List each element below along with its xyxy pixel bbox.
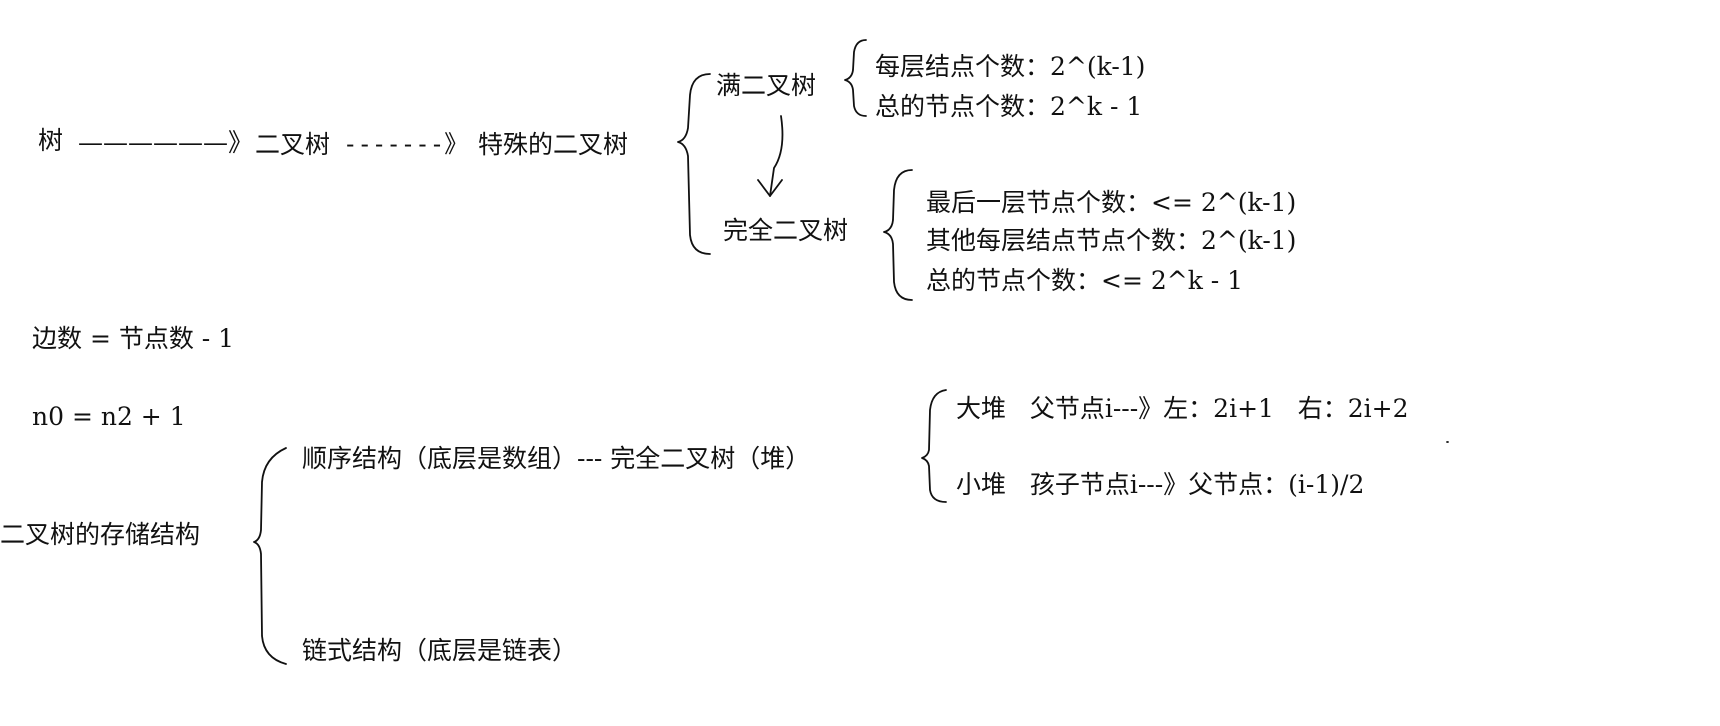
storage-label: 二叉树的存储结构 [0,520,201,549]
complete-tree-other-levels: 其他每层结点节点个数：2^(k-1) [926,226,1297,255]
full-tree-label: 满二叉树 [716,71,817,100]
min-heap-line: 小堆 孩子节点i---》父节点：(i-1)/2 [956,470,1365,499]
tree-label: 树 [38,126,64,155]
heap-brace [921,389,947,503]
full-tree-brace [844,39,867,117]
storage-brace [253,447,287,665]
edges-formula: 边数 = 节点数 - 1 [32,324,235,353]
n0-formula: n0 = n2 + 1 [32,402,186,431]
complete-tree-brace [883,169,913,301]
max-heap-line: 大堆 父节点i---》左：2i+1 右：2i+2 [956,394,1409,423]
down-arrow-head [757,179,783,197]
complete-tree-label: 完全二叉树 [723,216,849,245]
complete-tree-total-nodes: 总的节点个数：<= 2^k - 1 [926,266,1244,295]
special-binary-tree-label: 特殊的二叉树 [478,130,629,159]
full-tree-nodes-per-level: 每层结点个数：2^(k-1) [875,52,1146,81]
special-tree-brace [677,73,711,255]
complete-tree-last-level: 最后一层节点个数：<= 2^(k-1) [926,188,1297,217]
arrow-long-dash: ——————》 [78,128,254,157]
linked-structure: 链式结构（底层是链表） [302,636,578,665]
sequential-structure: 顺序结构（底层是数组）--- 完全二叉树（堆） [302,444,811,473]
down-arrow-line [769,115,784,197]
arrow-short-dash: -------》 [343,130,469,158]
full-tree-total-nodes: 总的节点个数：2^k - 1 [875,92,1143,121]
binary-tree-label: 二叉树 [255,130,331,159]
